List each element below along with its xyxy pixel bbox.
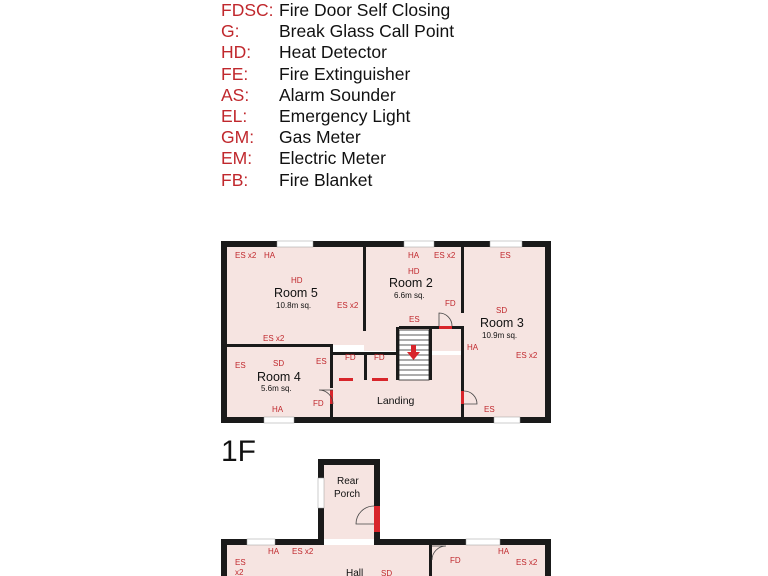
- marker-es: ES: [484, 405, 495, 414]
- marker-fd: FD: [445, 299, 456, 308]
- marker-ha: HA: [264, 251, 276, 260]
- legend-code: EL:: [221, 105, 248, 126]
- legend-code: G:: [221, 21, 240, 42]
- marker-sd: SD: [496, 306, 507, 315]
- first-floor-windows: [263, 240, 523, 424]
- legend-code: HD:: [221, 42, 252, 63]
- marker-fd: FD: [345, 353, 356, 362]
- legend-code: GM:: [221, 127, 255, 148]
- marker-es: ES: [235, 361, 246, 370]
- marker-es-x2: ES x2: [516, 558, 538, 567]
- legend-code: EM:: [221, 148, 253, 169]
- marker-es: ES: [316, 357, 327, 366]
- ground-floor-windows: [246, 477, 501, 546]
- stair-arrow-icon: [407, 345, 420, 360]
- floor-label-1f: 1F: [221, 435, 256, 468]
- marker-ha: HA: [408, 251, 420, 260]
- legend-code: FE:: [221, 63, 249, 84]
- marker-ha: HA: [268, 547, 280, 556]
- legend-desc: Electric Meter: [279, 148, 386, 169]
- room-5-fill: [227, 247, 364, 345]
- room-3-fill: [462, 247, 545, 417]
- legend-desc: Break Glass Call Point: [279, 21, 455, 42]
- marker-hd: HD: [408, 267, 420, 276]
- legend-desc: Fire Blanket: [279, 169, 373, 190]
- ground-floor-plan: Rear Porch Hall HA ES x2 ES x2 SD FD HA …: [221, 459, 551, 576]
- marker-es: ES: [500, 251, 511, 260]
- hall-label: Hall: [346, 568, 363, 576]
- marker-ha: HA: [272, 405, 284, 414]
- rear-porch-label: Rear: [337, 476, 359, 487]
- marker-fd: FD: [374, 353, 385, 362]
- marker-es-x2: ES x2: [292, 547, 314, 556]
- landing-name: Landing: [377, 395, 415, 407]
- marker-sd: SD: [381, 569, 392, 576]
- room-2-area: 6.6m sq.: [394, 291, 425, 300]
- marker-ha: HA: [498, 547, 510, 556]
- room-2-name: Room 2: [389, 276, 433, 290]
- ground-fill: [227, 545, 545, 576]
- marker-es-x2: ES x2: [235, 251, 257, 260]
- marker-sd: SD: [273, 359, 284, 368]
- legend-desc: Fire Extinguisher: [279, 63, 411, 84]
- legend-desc: Fire Door Self Closing: [279, 0, 451, 20]
- room-3-area: 10.9m sq.: [482, 331, 517, 340]
- marker-es-x2: ES x2: [263, 334, 285, 343]
- marker-x2: x2: [235, 568, 244, 576]
- marker-es-x2: ES x2: [434, 251, 456, 260]
- legend-code: FDSC:: [221, 0, 274, 20]
- legend-code: FB:: [221, 169, 249, 190]
- ground-door-swings: [355, 505, 447, 561]
- room-5-name: Room 5: [274, 286, 318, 300]
- legend-code: AS:: [221, 84, 250, 105]
- ground-floor-doors: [374, 506, 380, 532]
- room-3-name: Room 3: [480, 316, 524, 330]
- marker-fd: FD: [450, 556, 461, 565]
- rear-porch-fill: [324, 465, 374, 539]
- marker-hd: HD: [291, 276, 303, 285]
- marker-fd: FD: [313, 399, 324, 408]
- legend-desc: Emergency Light: [279, 105, 411, 126]
- legend-desc: Heat Detector: [279, 42, 387, 63]
- legend-desc: Gas Meter: [279, 127, 361, 148]
- door-swings: [318, 312, 478, 405]
- first-floor-plan: Room 5 10.8m sq. Room 2 6.6m sq. Room 3 …: [221, 240, 551, 424]
- room-4-fill: [227, 345, 331, 417]
- room-4-area: 5.6m sq.: [261, 384, 292, 393]
- marker-es-x2: ES x2: [337, 301, 359, 310]
- room-5-area: 10.8m sq.: [276, 301, 311, 310]
- marker-es: ES: [409, 315, 420, 324]
- room-4-name: Room 4: [257, 370, 301, 384]
- rear-porch-label: Porch: [334, 489, 360, 500]
- legend-desc: Alarm Sounder: [279, 84, 396, 105]
- marker-es: ES: [235, 558, 246, 567]
- first-floor-walls: [221, 241, 551, 423]
- marker-ha: HA: [467, 343, 479, 352]
- marker-es-x2: ES x2: [516, 351, 538, 360]
